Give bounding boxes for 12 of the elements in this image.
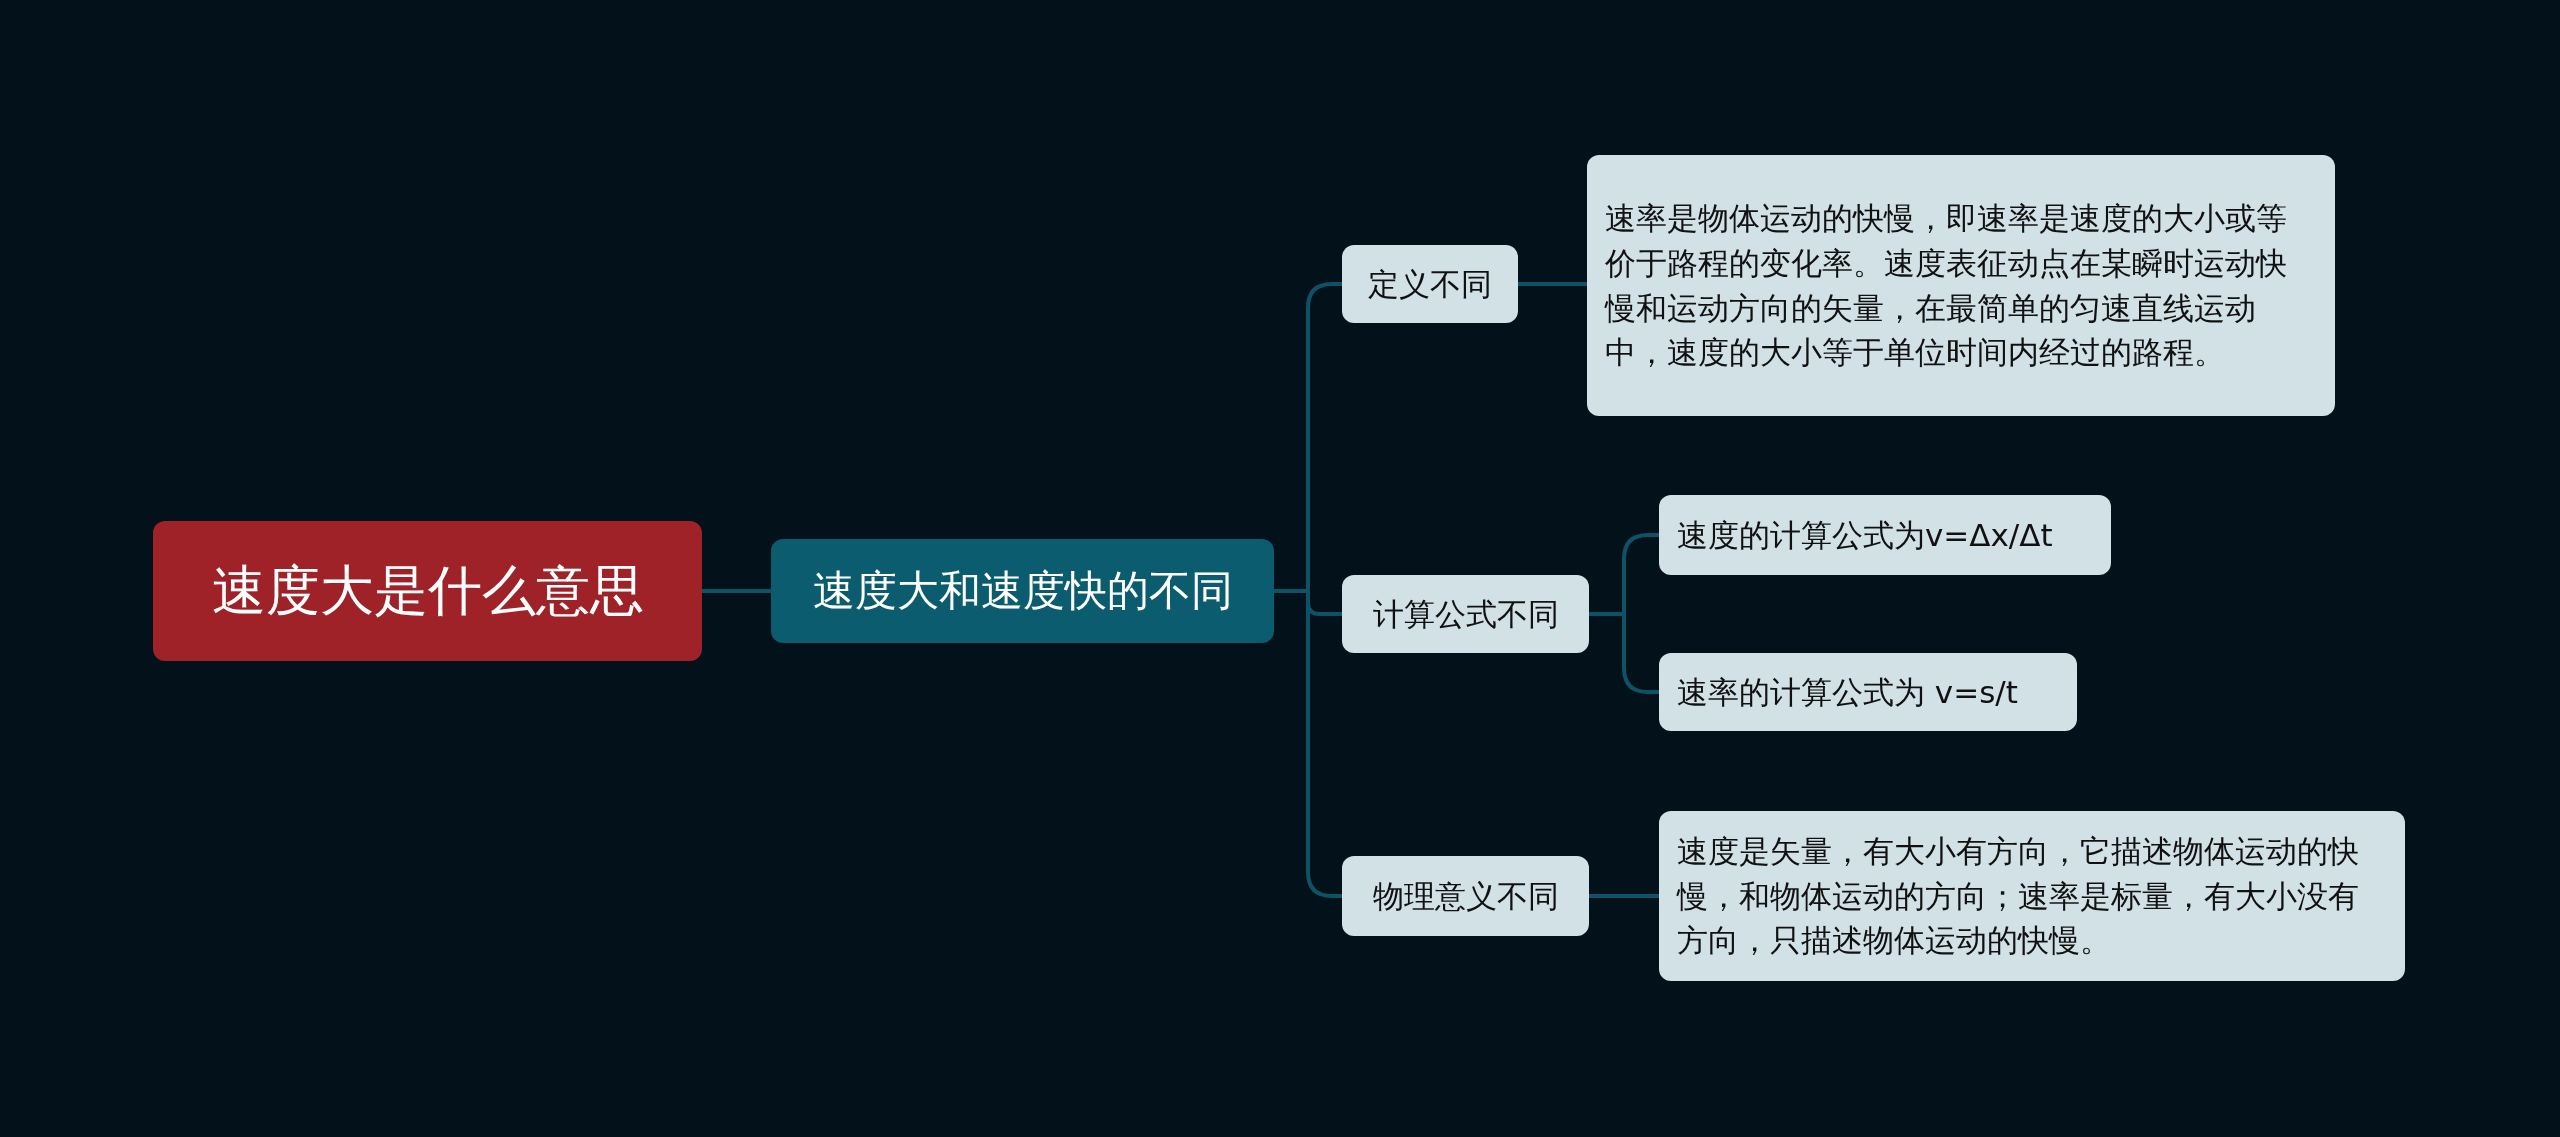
subtopic-box: 物理意义不同 [1342,856,1589,936]
detail-box: 速度的计算公式为v=Δx/Δt [1659,495,2111,575]
detail-box: 速度是矢量，有大小有方向，它描述物体运动的快慢，和物体运动的方向；速率是标量，有大小没有方向，只描述物体运动的快慢。 [1659,811,2405,981]
connector-line [1518,282,1587,286]
detail-box: 速率是物体运动的快慢，即速率是速度的大小或等价于路程的变化率。速度表征动点在某瞬时运动快慢和运动方向的矢量，在最简单的匀速直线运动中，速度的大小等于单位时间内经过的路程。 [1587,155,2335,416]
topic-box: 速度大和速度快的不同 [771,539,1274,643]
subtopic-box: 定义不同 [1342,245,1518,323]
connector-line [1589,894,1659,898]
detail-box: 速率的计算公式为 v=s/t [1659,653,2077,731]
subtopic-box: 计算公式不同 [1342,575,1589,653]
central-topic-box: 速度大是什么意思 [153,521,702,661]
connector-line [702,589,771,593]
